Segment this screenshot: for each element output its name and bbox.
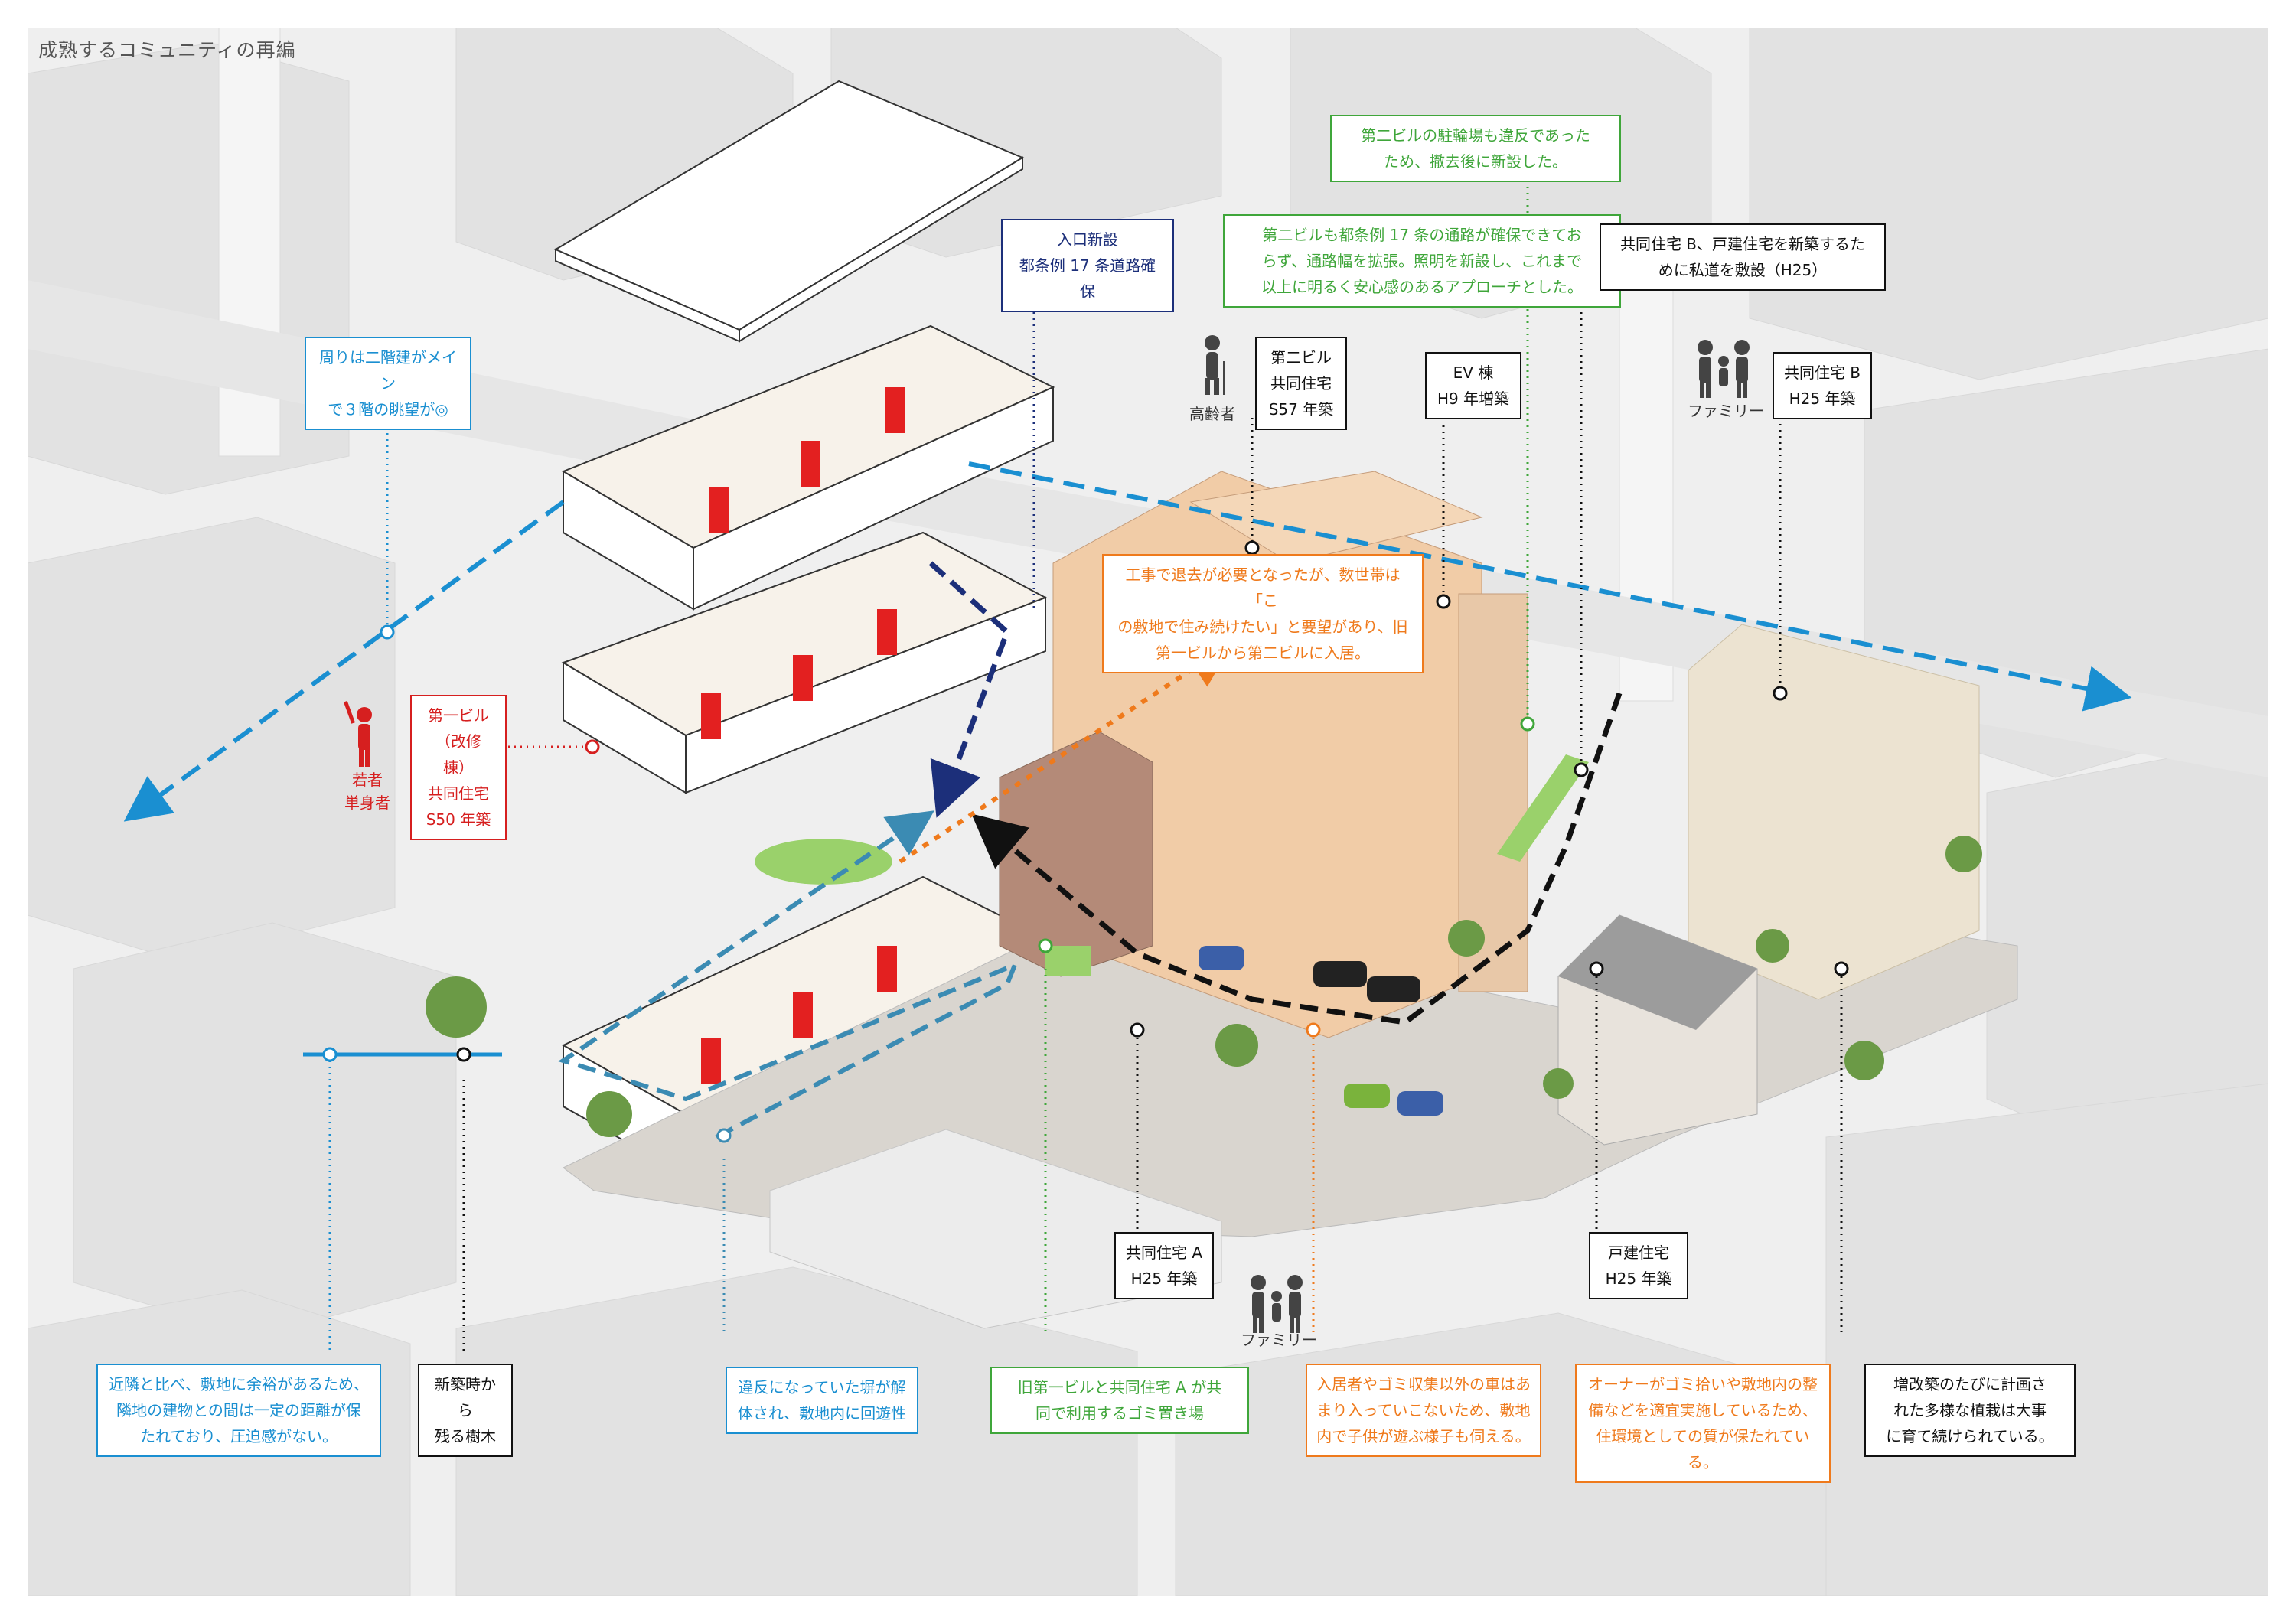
note-garbage-station: 旧第一ビルと共同住宅 A が共 同で利用するゴミ置き場 [990,1367,1249,1434]
view-arrow-left [123,500,565,822]
garbage-station [1045,946,1091,976]
housing-a-callout: 共同住宅 A H25 年築 [1114,1232,1214,1299]
young-single-label: 若者 単身者 [344,771,390,812]
diagram-title: 成熟するコミュニティの再編 [38,39,296,61]
elderly-person-icon [1205,335,1225,395]
diagram-sheet: 成熟するコミュニティの再編 周りは二階建がメイン で３階の眺望が◎ 入口新設 都… [28,28,2268,1596]
building-1-callout: 第一ビル （改修棟） 共同住宅 S50 年築 [410,695,507,840]
note-wall-removed: 違反になっていた塀が解 体され、敷地内に回遊性 [726,1367,918,1434]
ev-tower-callout: EV 棟 H9 年増築 [1425,352,1521,419]
green-canopy [755,839,892,885]
bike-parking-callout: 第二ビルの駐輪場も違反であった ため、撤去後に新設した。 [1330,115,1621,182]
family-label-top: ファミリー [1688,402,1764,420]
housing-b [1688,624,1980,1000]
note-children-play: 入居者やゴミ収集以外の車はあ まり入っていこないため、敷地 内で子供が遊ぶ様子も… [1306,1364,1541,1457]
raised-hand-person-icon [343,700,372,767]
detached-house [1557,914,1758,1146]
trees [426,836,1982,1137]
leader-dots [322,540,1849,1143]
private-road-callout: 共同住宅 B、戸建住宅を新築するた めに私道を敷設（H25） [1600,223,1886,291]
teal-loop [558,810,1019,1139]
note-planting: 増改築のたびに計画さ れた多様な植栽は大事 に育て続けられている。 [1864,1364,2076,1457]
passage-callout: 第二ビルも都条例 17 条の通路が確保できてお らず、通路幅を拡張。照明を新設し… [1223,214,1621,308]
family-icon [1251,1275,1303,1333]
family-label-bottom: ファミリー [1241,1331,1317,1349]
note-owner-care: オーナーがゴミ拾いや敷地内の整 備などを適宜実施しているため、 住環境としての質… [1575,1364,1831,1483]
floor-2 [561,531,1048,794]
entrance-callout: 入口新設 都条例 17 条道路確保 [1001,219,1174,312]
family-icon [1698,340,1750,398]
housing-b-callout: 共同住宅 B H25 年築 [1773,352,1872,419]
building-2-callout: 第二ビル 共同住宅 S57 年築 [1255,337,1347,430]
housing-a-block [769,1129,1222,1329]
view-callout: 周りは二階建がメイン で３階の眺望が◎ [305,337,471,430]
relocation-callout: 工事で退去が必要となったが、数世帯は「こ の敷地で住み続けたい」と要望があり、旧… [1102,554,1424,673]
roof-slab [553,80,1025,343]
elderly-label: 高齢者 [1189,405,1235,423]
navy-entrance-arrow [928,561,1011,818]
bike-parking-roof [1497,754,1589,862]
note-distance: 近隣と比べ、敷地に余裕があるため、 隣地の建物との間は一定の距離が保 たれており… [96,1364,381,1457]
note-old-trees: 新築時から 残る樹木 [418,1364,513,1457]
cars [1199,946,1443,1116]
floor-3 [561,324,1055,611]
view-arrow-right [968,461,2132,712]
detached-house-callout: 戸建住宅 H25 年築 [1589,1232,1688,1299]
axonometric-scene [28,28,2268,1596]
